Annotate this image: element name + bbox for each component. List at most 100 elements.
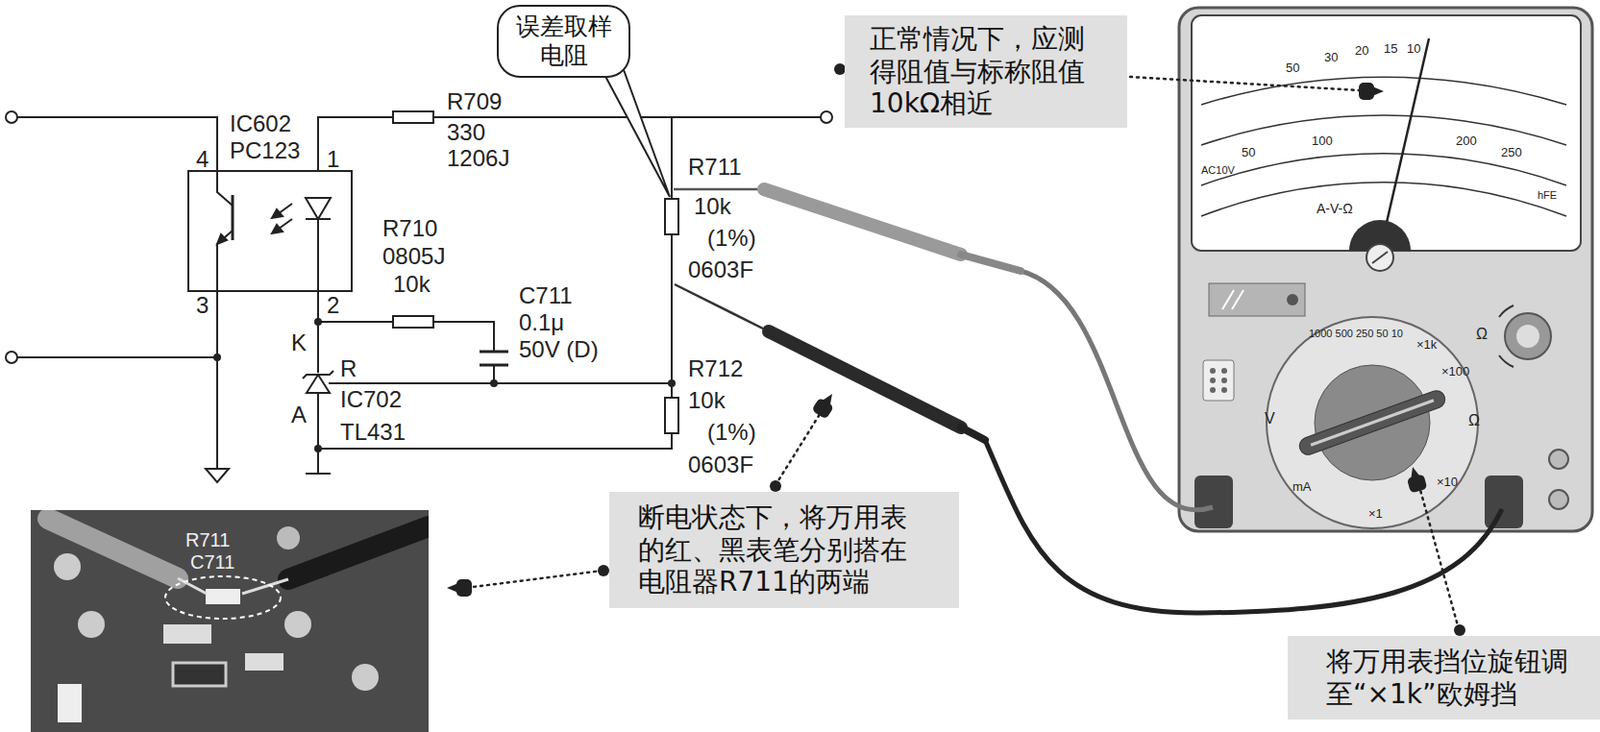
socket	[1221, 377, 1228, 384]
leader-dot	[769, 480, 782, 493]
pin-number: 3	[196, 294, 209, 318]
leader-line	[472, 76, 1459, 630]
transistor-base	[231, 195, 235, 241]
socket	[1221, 387, 1228, 394]
red-probe	[763, 189, 961, 255]
dial-label: Ω	[1468, 413, 1480, 429]
ground-symbol	[205, 468, 229, 483]
solder-pad	[284, 611, 312, 639]
leader-dot	[1453, 624, 1466, 637]
pointing-hand	[1358, 82, 1384, 100]
callout-text: 正常情况下，应测 得阻值与标称阻值 10kΩ相近	[869, 23, 1103, 121]
wire	[17, 356, 218, 359]
dial-lever	[1297, 388, 1449, 458]
part-value: 0805J	[382, 245, 445, 269]
scale-number: 50	[1285, 61, 1300, 74]
zero-adjust-knob	[1516, 324, 1540, 348]
pin-name: R	[340, 357, 357, 381]
resistor-symbol	[393, 111, 434, 124]
leader-line	[1420, 490, 1459, 630]
probe-jack	[1549, 490, 1569, 510]
junction-dot	[314, 318, 322, 326]
resistor-symbol	[664, 198, 679, 235]
meter-display	[1191, 15, 1581, 251]
callout-box: 断电状态下，将万用表 的红、黑表笔分别搭在 电阻器R711的两端	[609, 492, 960, 609]
meter-strip	[1208, 283, 1305, 317]
junction-dot	[667, 379, 676, 388]
scale-number: 250	[1501, 146, 1523, 159]
solder-pad	[276, 526, 300, 550]
part-name: R710	[382, 217, 438, 241]
meter-scale	[1201, 76, 1567, 217]
speech-bubble: 误差取样 电阻	[496, 4, 631, 78]
part-value: 10k	[688, 389, 726, 413]
red-probe	[960, 254, 1021, 271]
socket	[1209, 377, 1216, 384]
part-name: PC123	[229, 139, 300, 163]
pointing-hand	[811, 389, 839, 420]
wire	[305, 393, 331, 474]
smd-part	[57, 684, 82, 723]
resistor-symbol	[393, 316, 434, 328]
smd-part	[163, 624, 212, 644]
part-name: C711	[518, 284, 573, 308]
pointing-hand	[446, 579, 472, 597]
red-probe	[673, 188, 764, 192]
part-name: R712	[688, 357, 743, 381]
pin-number: 1	[326, 147, 340, 172]
pin-name: K	[291, 331, 307, 355]
dial-lever	[1297, 388, 1449, 458]
capacitor-symbol	[479, 351, 509, 366]
part-value: (1%)	[707, 420, 757, 444]
optocoupler-box	[188, 171, 352, 292]
photo-probe	[48, 518, 178, 579]
leader-dot	[597, 565, 610, 577]
resistor-symbol	[664, 397, 679, 434]
highlight-ellipse	[165, 576, 281, 619]
socket	[1203, 360, 1234, 401]
part-value: 50V (D)	[518, 338, 599, 362]
dial-label: mA	[1292, 480, 1312, 493]
board-photo	[30, 510, 429, 732]
callout-box: 将万用表挡位旋钮调 至“×1k”欧姆挡	[1287, 636, 1600, 720]
part-name: IC602	[229, 112, 292, 136]
tl431-symbol	[306, 374, 330, 394]
wire	[433, 321, 494, 352]
zero-adjust-knob	[1504, 313, 1551, 360]
dial-label: ×1	[1368, 507, 1383, 520]
part-name: R709	[446, 90, 502, 114]
emitter-arrow	[217, 234, 227, 245]
photo-probe	[177, 578, 207, 594]
smd-resistor	[205, 589, 241, 605]
probe-jack	[1194, 475, 1233, 529]
part-value: 0603F	[688, 453, 754, 477]
wire	[318, 117, 672, 449]
scale-label: A-V-Ω	[1316, 201, 1354, 216]
part-value: 10k	[393, 272, 431, 296]
pin-number: 4	[196, 147, 209, 172]
junction-dot	[213, 353, 222, 362]
socket	[1209, 387, 1216, 394]
meter-body	[1179, 7, 1593, 532]
scale-number: 200	[1455, 134, 1477, 148]
smd-part	[172, 663, 226, 687]
scale-number: 15	[1383, 42, 1398, 55]
dial-lever	[1310, 400, 1434, 446]
leader-dot	[597, 63, 1466, 637]
pin-number: 2	[326, 294, 340, 318]
part-value: TL431	[340, 420, 406, 444]
meter-scale	[1201, 76, 1567, 105]
solder-pad	[351, 664, 379, 691]
scale-label: AC10V	[1201, 165, 1235, 176]
callout-text: 误差取样 电阻	[502, 12, 625, 71]
solder-pad	[53, 553, 81, 581]
socket	[1209, 368, 1216, 374]
leader-line	[775, 411, 822, 486]
scale-label: hFE	[1537, 190, 1557, 201]
light-arrow	[271, 224, 283, 234]
meter-needle	[1379, 38, 1429, 252]
junction-dot	[314, 444, 322, 453]
part-value: 0.1μ	[518, 311, 565, 335]
